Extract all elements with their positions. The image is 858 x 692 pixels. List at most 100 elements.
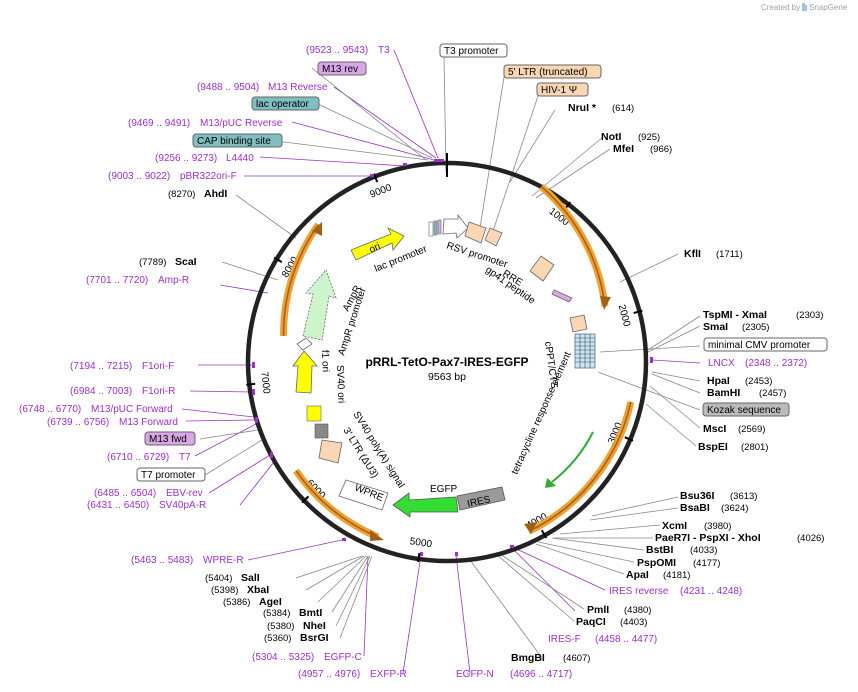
svg-text:(4181): (4181) (663, 570, 690, 581)
primer-egfp-c: (5304 .. 5325)EGFP-C (252, 652, 362, 663)
box-t7-promoter: T7 promoter (136, 467, 206, 482)
svg-text:(966): (966) (650, 144, 672, 155)
svg-text:SmaI: SmaI (703, 321, 728, 333)
svg-text:(6710 .. 6729): (6710 .. 6729) (107, 452, 169, 463)
svg-text:T7 promoter: T7 promoter (141, 470, 196, 481)
site-xcmi: XcmI (3980) (662, 520, 731, 532)
tick-label: 9000 (369, 182, 394, 200)
svg-text:(6984 .. 7003): (6984 .. 7003) (70, 386, 132, 397)
label-rsv-promoter: RSV promoter (445, 240, 509, 270)
plasmid-length: 9563 bp (428, 371, 466, 383)
svg-text:(4033): (4033) (690, 545, 717, 556)
svg-text:(4607): (4607) (563, 653, 590, 664)
svg-text:(2348 .. 2372): (2348 .. 2372) (745, 358, 807, 369)
svg-text:(9469 .. 9491): (9469 .. 9491) (128, 118, 190, 129)
svg-text:PaeR7I - PspXI - XhoI: PaeR7I - PspXI - XhoI (655, 532, 761, 544)
svg-text:(5398): (5398) (211, 585, 238, 596)
svg-text:(6431 .. 6450): (6431 .. 6450) (87, 500, 149, 511)
svg-text:(9003 .. 9022): (9003 .. 9022) (108, 171, 170, 182)
svg-text:(925): (925) (638, 132, 660, 143)
primer-exfp-r: (4957 .. 4976)EXFP-R (298, 669, 407, 680)
tick-mark (246, 382, 256, 386)
svg-text:minimal CMV promoter: minimal CMV promoter (708, 340, 811, 351)
box-minimal-cmv: minimal CMV promoter (703, 337, 828, 352)
svg-text:XbaI: XbaI (247, 584, 269, 596)
svg-text:M13 rev: M13 rev (322, 64, 358, 75)
site-smai: SmaI(2305) (703, 321, 769, 333)
primer-m13-forward: (6739 .. 6756) M13 Forward (47, 417, 178, 428)
box-m13-fwd: M13 fwd (144, 431, 196, 446)
svg-text:(6739 .. 6756): (6739 .. 6756) (47, 417, 109, 428)
primer-f1ori-r: (6984 .. 7003)F1ori-R (70, 386, 175, 397)
primer-ebv-rev: (6485 .. 6504)EBV-rev (94, 488, 203, 499)
svg-text:(4957 .. 4976): (4957 .. 4976) (298, 669, 360, 680)
tick-mark (633, 309, 643, 314)
svg-text:M13 Forward: M13 Forward (119, 417, 178, 428)
svg-text:(4696 .. 4717): (4696 .. 4717) (510, 669, 572, 680)
svg-text:BstBI: BstBI (646, 544, 674, 556)
label-egfp: EGFP (430, 484, 458, 495)
box-m13-rev: M13 rev (317, 61, 367, 76)
svg-text:(5360): (5360) (264, 633, 291, 644)
svg-text:(5380): (5380) (267, 621, 294, 632)
svg-text:(9256 .. 9273): (9256 .. 9273) (155, 153, 217, 164)
svg-text:MscI: MscI (703, 423, 726, 435)
primer-sv40pa-r: (6431 .. 6450) SV40pA-R (87, 500, 206, 511)
svg-text:lac operator: lac operator (256, 99, 309, 110)
svg-text:5' LTR (truncated): 5' LTR (truncated) (508, 67, 588, 78)
svg-text:T3: T3 (378, 45, 390, 56)
svg-text:EBV-rev: EBV-rev (166, 488, 203, 499)
svg-text:(5463 .. 5483): (5463 .. 5483) (131, 555, 193, 566)
primer-markers (252, 159, 653, 556)
svg-text:(7789): (7789) (139, 257, 166, 268)
primer-labels: (9523 .. 9543)T3 (9488 .. 9504)M13 Rever… (19, 45, 807, 680)
svg-text:(5384): (5384) (263, 608, 290, 619)
svg-text:(4177): (4177) (693, 558, 720, 569)
tick-mark (273, 256, 283, 263)
tick-mark (373, 173, 379, 183)
svg-text:XcmI: XcmI (662, 520, 687, 532)
svg-text:(6748 .. 6770): (6748 .. 6770) (19, 404, 81, 415)
svg-text:SV40pA-R: SV40pA-R (159, 500, 206, 511)
primer-t7: (6710 .. 6729)T7 (107, 452, 191, 463)
site-bspei: BspEI(2801) (698, 441, 768, 453)
svg-text:F1ori-F: F1ori-F (142, 361, 174, 372)
svg-text:(2457): (2457) (759, 388, 786, 399)
label-sv40-ori: SV40 ori (334, 365, 346, 404)
svg-text:CAP binding site: CAP binding site (197, 136, 271, 147)
svg-text:AgeI: AgeI (259, 596, 282, 608)
svg-text:(3613): (3613) (730, 491, 757, 502)
egfp-arrow (392, 492, 459, 518)
site-tspmi-xmai: TspMI - XmaI(2303) (703, 309, 823, 321)
svg-text:BspEI: BspEI (698, 441, 728, 453)
box-lac-operator: lac operator (251, 96, 320, 111)
primer-pbr322ori-f: (9003 .. 9022)pBR322ori-F (108, 171, 237, 182)
svg-text:BmgBI: BmgBI (511, 652, 545, 664)
primer-ires-reverse: IRES reverse(4231 .. 4248) (609, 586, 742, 597)
site-bstbi: BstBI (4033) (646, 544, 717, 556)
svg-text:(3980): (3980) (704, 521, 731, 532)
site-agei: (5386) AgeI (223, 596, 282, 608)
site-msci: MscI(2569) (703, 423, 765, 435)
site-bmti: (5384)BmtI (263, 607, 322, 619)
tick-label: 5000 (409, 536, 433, 550)
tick-label: 2000 (616, 303, 632, 328)
svg-text:M13/pUC Forward: M13/pUC Forward (91, 404, 173, 415)
svg-text:SalI: SalI (241, 572, 260, 584)
svg-text:(614): (614) (612, 103, 634, 114)
site-bmgbi: BmgBI (4607) (511, 652, 590, 664)
label-ires: IRES (466, 494, 491, 510)
ires-block (456, 486, 506, 511)
ampr-arrow (302, 269, 337, 341)
primer-m13-puc-forward: (6748 .. 6770) M13/pUC Forward (19, 404, 173, 415)
svg-text:ApaI: ApaI (626, 569, 649, 581)
svg-text:BsrGI: BsrGI (300, 632, 329, 644)
svg-text:(4231 .. 4248): (4231 .. 4248) (680, 586, 742, 597)
svg-text:(5386): (5386) (223, 597, 250, 608)
svg-text:PspOMI: PspOMI (637, 557, 676, 569)
svg-text:AhdI: AhdI (204, 188, 227, 200)
box-hiv-psi: HIV-1 Ψ (536, 82, 589, 97)
label-tre: tetracycline response element (510, 350, 574, 476)
tick-mark (301, 495, 310, 504)
